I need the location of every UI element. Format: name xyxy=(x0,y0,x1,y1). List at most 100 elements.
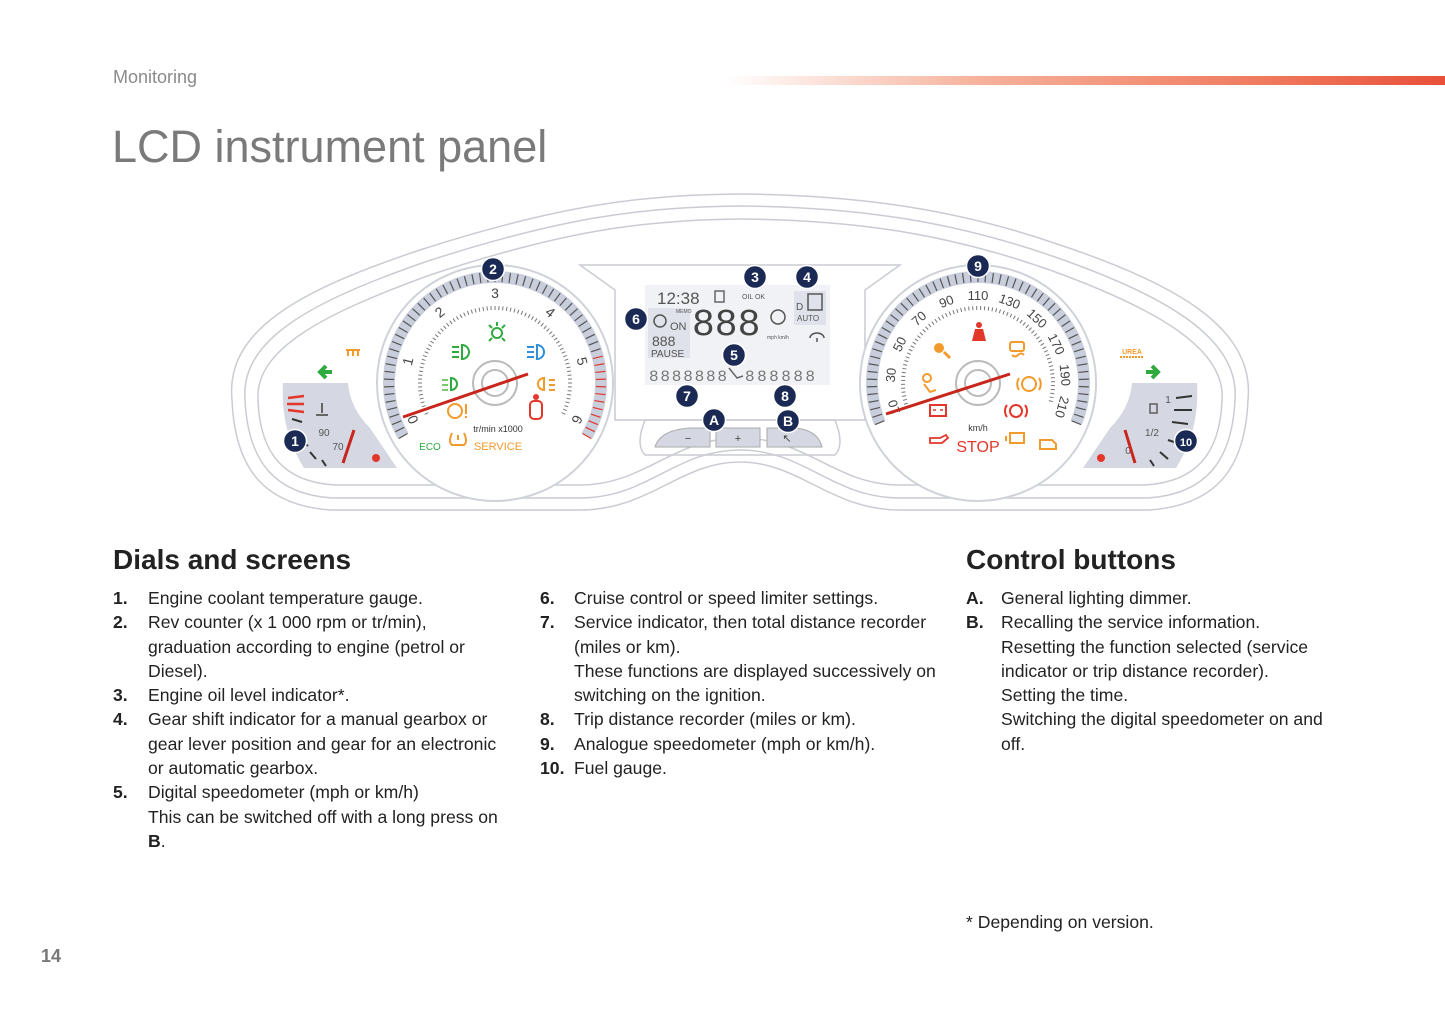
engine-fault-icon xyxy=(1005,432,1025,444)
gauge-minor-tick xyxy=(449,320,453,325)
gauge-minor-tick xyxy=(1045,353,1050,357)
gauge-minor-tick xyxy=(537,320,541,325)
callout-label: B xyxy=(783,413,793,429)
gauge-minor-tick xyxy=(1031,330,1035,334)
list-item: 6.Cruise control or speed limiter settin… xyxy=(540,586,940,610)
gauge-tick xyxy=(394,426,405,433)
callout-label: 10 xyxy=(1180,437,1192,449)
coolant-warning-dot xyxy=(372,454,380,462)
item-text: Recalling the service information.Resett… xyxy=(1001,610,1351,756)
item-text: General lighting dimmer. xyxy=(1001,586,1351,610)
gauge-tick xyxy=(1036,292,1044,302)
gauge-tick xyxy=(1073,348,1084,353)
gauge-label: 190 xyxy=(1057,364,1074,387)
gauge-minor-tick xyxy=(564,405,569,408)
gauge-minor-tick xyxy=(557,344,562,347)
gauge-tick xyxy=(1052,308,1061,316)
gauge-minor-tick xyxy=(931,321,935,326)
gauge-tick xyxy=(874,340,885,346)
gauge-label: 1 xyxy=(399,355,416,367)
item-paragraph: Recalling the service information. xyxy=(1001,612,1261,633)
callout-label: A xyxy=(709,412,719,428)
gauge-minor-tick xyxy=(902,398,907,401)
parking-brake-icon xyxy=(1016,376,1042,392)
item-paragraph: These functions are displayed successive… xyxy=(574,660,936,706)
service-indicator: SERVICE xyxy=(474,441,522,453)
controls-list: A.General lighting dimmer.B.Recalling th… xyxy=(966,586,1351,756)
gauge-minor-tick xyxy=(1049,369,1054,371)
glow-plug-icon xyxy=(346,349,360,356)
gauge-tick xyxy=(594,363,605,367)
engine-check-icon xyxy=(1039,439,1057,450)
gauge-minor-tick xyxy=(422,354,428,358)
gauge-tick xyxy=(1075,355,1086,360)
gauge-minor-tick xyxy=(505,306,508,311)
item-paragraph: Gear shift indicator for a manual gearbo… xyxy=(148,709,497,779)
low-fuel-dot xyxy=(1097,454,1105,462)
battery-icon xyxy=(929,404,947,417)
dimmer-minus-button[interactable]: − xyxy=(654,427,711,448)
gauge-tick xyxy=(391,340,402,346)
gauge-tick xyxy=(946,276,951,287)
front-fog-icon xyxy=(442,376,458,392)
callout-1: 1 xyxy=(282,428,308,454)
gauge-tick xyxy=(1071,340,1082,346)
gauge-tick xyxy=(402,320,412,328)
gauge-minor-tick xyxy=(559,347,564,351)
lcd-oil-status: OIL OK xyxy=(742,294,765,301)
gauge-minor-tick xyxy=(1019,319,1023,324)
gauge-minor-tick xyxy=(1043,350,1048,353)
gauge-tick xyxy=(387,355,398,360)
dimmer-plus-button[interactable]: + xyxy=(715,427,761,448)
gauge-minor-tick xyxy=(952,310,955,315)
item-paragraph: Analogue speedometer (mph or km/h). xyxy=(574,733,876,754)
gauge-minor-tick xyxy=(566,366,571,369)
callout-9: 9 xyxy=(965,253,991,279)
coolant-gauge: 90 70 xyxy=(282,349,397,468)
gauge-tick xyxy=(559,297,567,307)
lcd-auto: AUTO xyxy=(797,314,819,323)
gauge-minor-tick xyxy=(1033,333,1038,337)
gauge-minor-tick xyxy=(428,344,433,347)
gauge-tick xyxy=(423,297,431,307)
gauge-tick xyxy=(1042,297,1050,307)
gauge-label: 130 xyxy=(997,291,1023,313)
wiper-icon xyxy=(809,332,825,342)
item-number: 7. xyxy=(540,612,555,633)
gauge-minor-tick xyxy=(910,345,915,349)
gauge-minor-tick xyxy=(561,351,566,354)
gauge-minor-tick xyxy=(564,358,569,361)
gauge-minor-tick xyxy=(562,354,568,358)
gauge-label: 3 xyxy=(491,285,499,301)
gauge-minor-tick xyxy=(905,356,910,359)
main-beam-icon xyxy=(527,343,545,361)
gauge-minor-tick xyxy=(1035,336,1040,340)
brake-warning-icon xyxy=(1004,404,1028,418)
gauge-tick xyxy=(885,320,895,328)
item-number: 2. xyxy=(113,612,128,633)
gauge-tick xyxy=(1061,320,1071,328)
list-item: 4.Gear shift indicator for a manual gear… xyxy=(113,707,498,780)
speed-unit-label: km/h xyxy=(968,423,988,433)
gauge-tick xyxy=(1005,276,1010,287)
dials-list-1: 1.Engine coolant temperature gauge.2.Rev… xyxy=(113,586,498,853)
gauge-tick xyxy=(478,272,482,284)
gauge-minor-tick xyxy=(420,401,425,404)
gauge-tick xyxy=(595,370,606,374)
gauge-tick xyxy=(872,348,883,353)
gauge-tick xyxy=(398,326,408,334)
esp-icon xyxy=(1009,341,1025,358)
gauge-minor-tick xyxy=(1042,346,1047,350)
coolant-temperature-icon xyxy=(316,403,328,416)
item-number: 5. xyxy=(113,782,128,803)
item-paragraph: Service indicator, then total distance r… xyxy=(574,612,927,657)
gauge-tick xyxy=(874,420,885,426)
lcd-on: ON xyxy=(670,321,687,333)
gauge-tick xyxy=(590,348,601,353)
callout-7: 7 xyxy=(674,383,700,409)
gauge-minor-tick xyxy=(1022,322,1026,326)
gauge-tick xyxy=(895,308,904,316)
gauge-minor-tick xyxy=(914,338,919,342)
gauge-tick xyxy=(391,420,402,426)
gauge-minor-tick xyxy=(901,371,906,374)
